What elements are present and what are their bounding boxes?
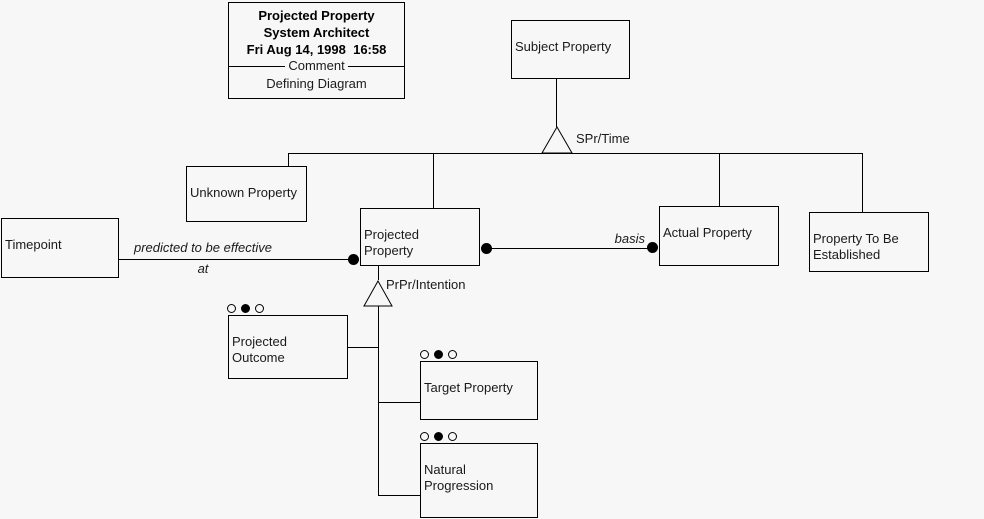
connector-bus-to-unknown-property[interactable] bbox=[288, 153, 289, 166]
node-natural-progression[interactable]: Natural Progression bbox=[420, 443, 538, 518]
node-projected-property[interactable]: Projected Property bbox=[360, 208, 480, 266]
connector-bus-to-actual-property[interactable] bbox=[719, 153, 720, 206]
node-label: Natural Progression bbox=[424, 462, 494, 493]
connector-timepoint-to-projected-property[interactable] bbox=[119, 259, 353, 260]
node-projected-outcome[interactable]: Projected Outcome bbox=[228, 315, 348, 379]
connector-subject-to-triangle[interactable] bbox=[556, 79, 557, 127]
diagram-name: Projected Property bbox=[258, 8, 375, 23]
connector-sprtime-bus[interactable] bbox=[288, 153, 863, 154]
connector-trunk-to-natural-progression[interactable] bbox=[378, 495, 420, 496]
open-circle-icon bbox=[448, 350, 457, 359]
predicted-to-be-effective-label: predicted to be effective bbox=[133, 240, 273, 255]
node-subject-property[interactable]: Subject Property bbox=[511, 20, 630, 79]
node-label: Subject Property bbox=[515, 39, 612, 54]
connector-basis[interactable] bbox=[486, 248, 653, 249]
connector-trunk-to-target-property[interactable] bbox=[378, 402, 420, 403]
filled-circle-icon bbox=[434, 432, 443, 441]
node-actual-property[interactable]: Actual Property bbox=[659, 206, 779, 266]
diagram-timestamp: Fri Aug 14, 1998 16:58 bbox=[246, 42, 387, 57]
node-label: Property To Be Established bbox=[813, 231, 899, 262]
filled-circle-icon bbox=[434, 350, 443, 359]
comment-divider: Comment bbox=[229, 58, 405, 73]
title-block: Projected Property System Architect Fri … bbox=[228, 2, 405, 99]
diagram-description: Defining Diagram bbox=[266, 76, 367, 91]
connector-projected-property-to-triangle[interactable] bbox=[378, 266, 379, 280]
spr-time-relationship-label: SPr/Time bbox=[576, 131, 630, 146]
node-property-to-be-established[interactable]: Property To Be Established bbox=[809, 212, 929, 272]
open-circle-icon bbox=[227, 304, 236, 313]
comment-label: Comment bbox=[288, 58, 345, 73]
open-circle-icon bbox=[420, 350, 429, 359]
stereotype-icons-target-property bbox=[420, 350, 457, 359]
tool-name: System Architect bbox=[263, 25, 370, 40]
basis-relationship-label: basis bbox=[614, 231, 645, 246]
open-circle-icon bbox=[448, 432, 457, 441]
node-label: Unknown Property bbox=[190, 185, 297, 200]
divider-line-right bbox=[347, 65, 405, 67]
anchor-dot-icon bbox=[348, 254, 359, 265]
node-target-property[interactable]: Target Property bbox=[420, 361, 538, 420]
node-timepoint[interactable]: Timepoint bbox=[1, 218, 119, 278]
filled-circle-icon bbox=[241, 304, 250, 313]
stereotype-icons-natural-progression bbox=[420, 432, 457, 441]
divider-line-left bbox=[229, 65, 286, 67]
stereotype-icons-projected-outcome bbox=[227, 304, 264, 313]
spr-time-triangle-icon bbox=[541, 126, 573, 154]
node-label: Projected Outcome bbox=[232, 334, 287, 365]
prpr-intention-relationship-label: PrPr/Intention bbox=[386, 277, 466, 292]
anchor-dot-icon bbox=[647, 242, 658, 253]
node-label: Target Property bbox=[424, 380, 513, 395]
connector-intention-trunk[interactable] bbox=[378, 306, 379, 496]
anchor-dot-icon bbox=[481, 243, 492, 254]
open-circle-icon bbox=[420, 432, 429, 441]
node-label: Projected Property bbox=[364, 227, 419, 258]
node-label: Timepoint bbox=[5, 237, 62, 252]
connector-bus-to-projected-property[interactable] bbox=[433, 153, 434, 208]
node-label: Actual Property bbox=[663, 225, 752, 240]
connector-bus-to-property-to-be-established[interactable] bbox=[862, 153, 863, 212]
connector-trunk-to-projected-outcome[interactable] bbox=[348, 347, 379, 348]
open-circle-icon bbox=[255, 304, 264, 313]
node-unknown-property[interactable]: Unknown Property bbox=[186, 166, 307, 222]
predicted-to-be-effective-label-line2: at bbox=[197, 261, 209, 276]
